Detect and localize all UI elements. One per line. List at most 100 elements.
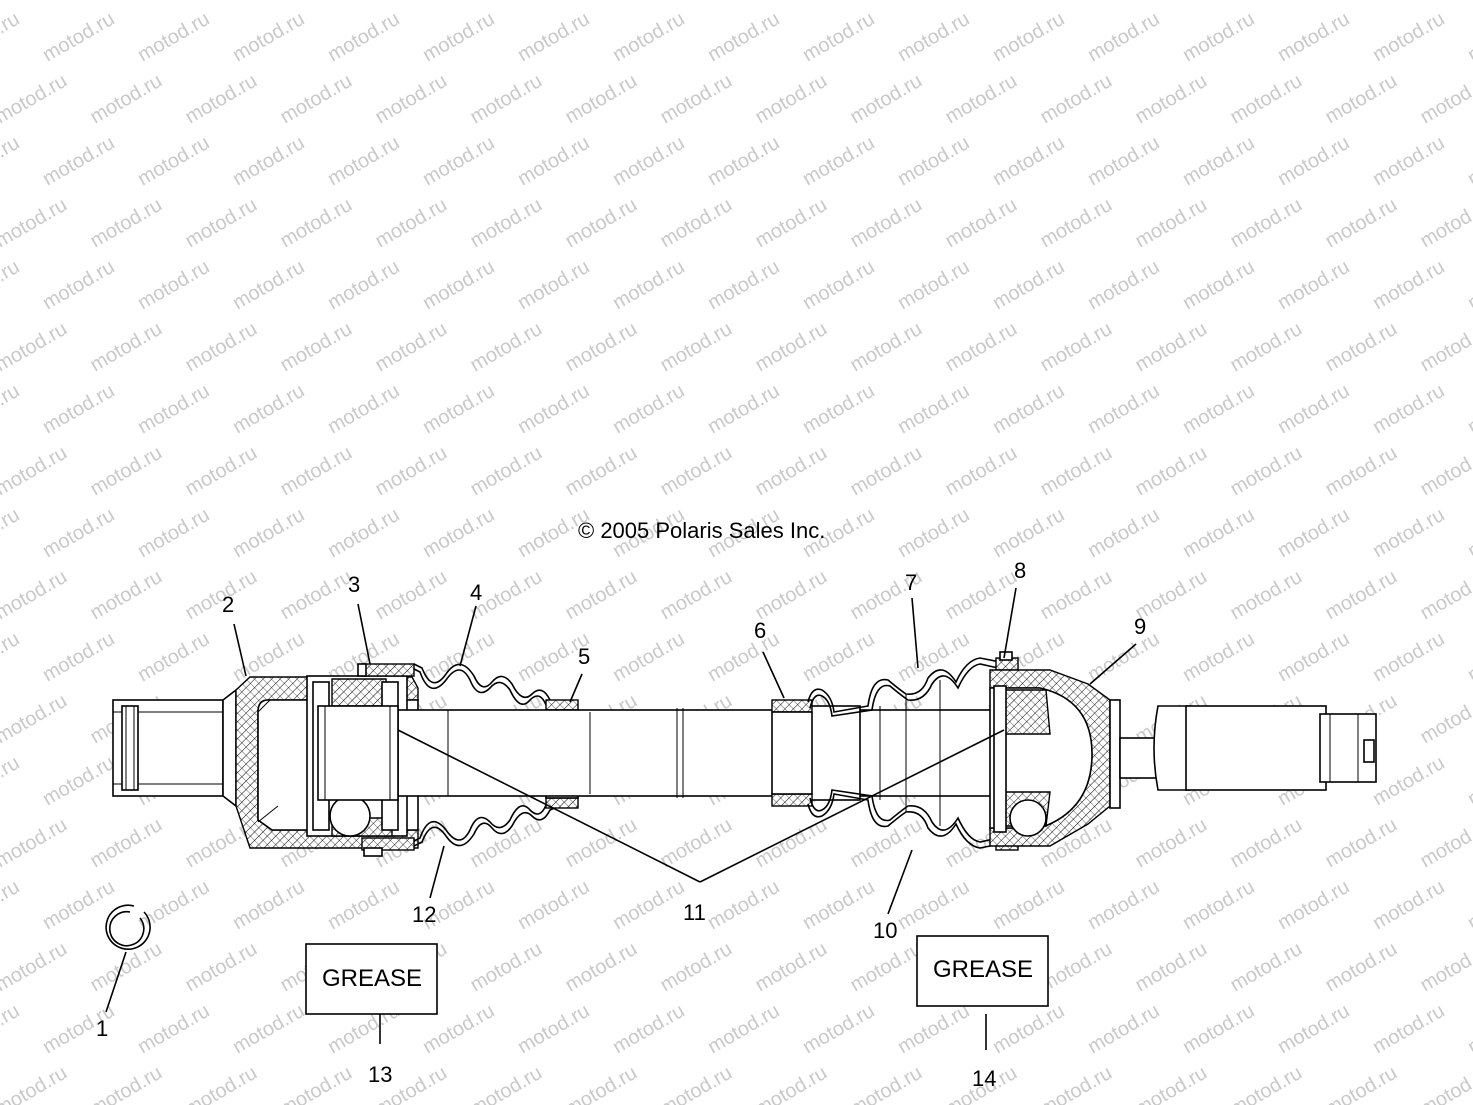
watermark-text: motod.ru: [467, 1062, 546, 1105]
watermark-text: motod.ru: [1084, 380, 1163, 439]
watermark-text: motod.ru: [1322, 814, 1401, 873]
watermark-text: motod.ru: [514, 1000, 593, 1059]
watermark-text: motod.ru: [1132, 0, 1211, 4]
watermark-text: motod.ru: [942, 70, 1021, 129]
watermark-text: motod.ru: [1464, 752, 1473, 811]
watermark-text: motod.ru: [1037, 70, 1116, 129]
callout-5: 5: [578, 644, 590, 669]
watermark-text: motod.ru: [1417, 70, 1473, 129]
watermark-text: motod.ru: [847, 442, 926, 501]
watermark-text: motod.ru: [467, 938, 546, 997]
watermark-text: motod.ru: [0, 380, 23, 439]
watermark-text: motod.ru: [657, 1062, 736, 1105]
outer-bearing-race: [993, 685, 1051, 837]
watermark-text: motod.ru: [0, 132, 23, 191]
watermark-text: motod.ru: [609, 132, 688, 191]
watermark-text: motod.ru: [1179, 256, 1258, 315]
watermark-text: motod.ru: [1179, 628, 1258, 687]
watermark-text: motod.ru: [799, 8, 878, 67]
watermark-text: motod.ru: [1274, 380, 1353, 439]
watermark-text: motod.ru: [562, 70, 641, 129]
watermark-text: motod.ru: [39, 132, 118, 191]
watermark-text: motod.ru: [1227, 814, 1306, 873]
watermark-text: motod.ru: [0, 1000, 23, 1059]
callout-8: 8: [1014, 558, 1026, 583]
watermark-text: motod.ru: [0, 504, 23, 563]
watermark-text: motod.ru: [0, 318, 71, 377]
watermark-text: motod.ru: [752, 938, 831, 997]
watermark-text: motod.ru: [1322, 442, 1401, 501]
watermark-text: motod.ru: [277, 0, 356, 4]
watermark-text: motod.ru: [87, 814, 166, 873]
watermark-text: motod.ru: [0, 442, 71, 501]
callout-6: 6: [754, 618, 766, 643]
watermark-text: motod.ru: [799, 1000, 878, 1059]
watermark-text: motod.ru: [229, 8, 308, 67]
watermark-text: motod.ru: [799, 380, 878, 439]
callout-7: 7: [905, 570, 917, 595]
grease-label-right: GREASE: [933, 956, 1033, 983]
watermark-text: motod.ru: [0, 8, 23, 67]
grease-box-left: GREASE: [305, 943, 438, 1015]
callout-1: 1: [96, 1016, 108, 1041]
watermark-text: motod.ru: [87, 1062, 166, 1105]
watermark-text: motod.ru: [1037, 566, 1116, 625]
watermark-text: motod.ru: [657, 566, 736, 625]
watermark-text: motod.ru: [87, 70, 166, 129]
watermark-text: motod.ru: [1417, 0, 1473, 4]
watermark-text: motod.ru: [1417, 690, 1473, 749]
callout-12: 12: [412, 902, 436, 927]
watermark-text: motod.ru: [134, 504, 213, 563]
watermark-text: motod.ru: [324, 504, 403, 563]
watermark-text: motod.ru: [609, 628, 688, 687]
inner-boot: [411, 663, 578, 847]
watermark-text: motod.ru: [799, 256, 878, 315]
watermark-text: motod.ru: [324, 380, 403, 439]
watermark-text: motod.ru: [942, 566, 1021, 625]
watermark-text: motod.ru: [1037, 318, 1116, 377]
watermark-text: motod.ru: [894, 8, 973, 67]
watermark-text: motod.ru: [229, 1000, 308, 1059]
watermark-text: motod.ru: [514, 380, 593, 439]
watermark-text: motod.ru: [1132, 1062, 1211, 1105]
watermark-text: motod.ru: [419, 504, 498, 563]
watermark-text: motod.ru: [989, 8, 1068, 67]
watermark-text: motod.ru: [182, 938, 261, 997]
watermark-text: motod.ru: [1132, 442, 1211, 501]
watermark-text: motod.ru: [657, 70, 736, 129]
watermark-text: motod.ru: [1369, 132, 1448, 191]
callout-9: 9: [1134, 614, 1146, 639]
watermark-text: motod.ru: [942, 0, 1021, 4]
watermark-text: motod.ru: [1132, 194, 1211, 253]
watermark-text: motod.ru: [87, 566, 166, 625]
watermark-text: motod.ru: [989, 132, 1068, 191]
watermark-text: motod.ru: [1179, 876, 1258, 935]
watermark-text: motod.ru: [989, 380, 1068, 439]
watermark-text: motod.ru: [1132, 70, 1211, 129]
watermark-text: motod.ru: [419, 628, 498, 687]
watermark-text: motod.ru: [752, 566, 831, 625]
boot-clamp-small-outer: [771, 699, 813, 807]
watermark-text: motod.ru: [514, 256, 593, 315]
watermark-text: motod.ru: [1464, 876, 1473, 935]
watermark-text: motod.ru: [1464, 628, 1473, 687]
watermark-text: motod.ru: [752, 1062, 831, 1105]
watermark-text: motod.ru: [1322, 318, 1401, 377]
watermark-text: motod.ru: [1227, 194, 1306, 253]
watermark-text: motod.ru: [0, 752, 23, 811]
watermark-text: motod.ru: [87, 442, 166, 501]
boot-clamp-large-inner: [357, 663, 415, 857]
watermark-text: motod.ru: [704, 1000, 783, 1059]
watermark-text: motod.ru: [1227, 938, 1306, 997]
watermark-text: motod.ru: [229, 256, 308, 315]
watermark-text: motod.ru: [1322, 938, 1401, 997]
watermark-text: motod.ru: [514, 876, 593, 935]
watermark-text: motod.ru: [1369, 1000, 1448, 1059]
watermark-text: motod.ru: [0, 628, 23, 687]
watermark-text: motod.ru: [1369, 504, 1448, 563]
watermark-text: motod.ru: [372, 566, 451, 625]
watermark-text: motod.ru: [704, 628, 783, 687]
watermark-text: motod.ru: [134, 876, 213, 935]
watermark-text: motod.ru: [894, 876, 973, 935]
